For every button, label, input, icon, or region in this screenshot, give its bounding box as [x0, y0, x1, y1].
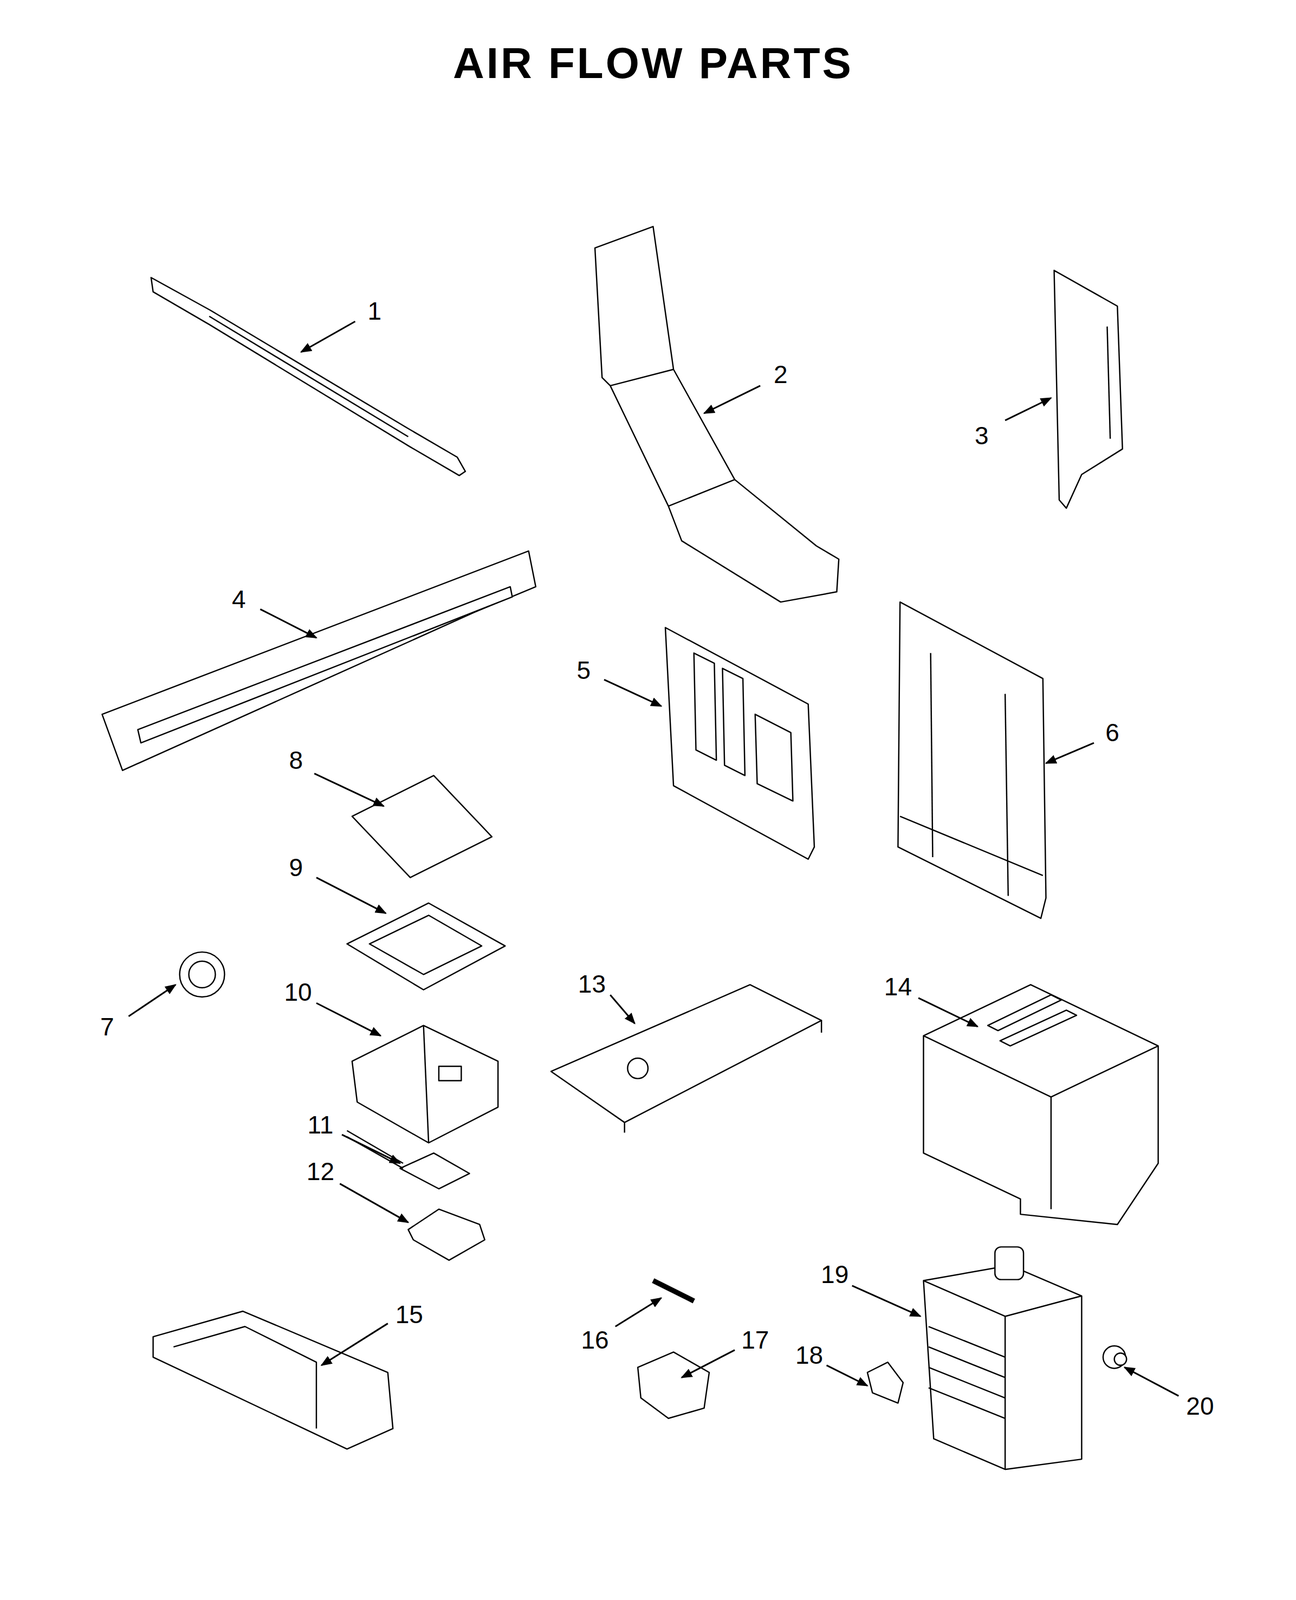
callout-number: 14: [884, 974, 912, 1000]
fan: [179, 951, 225, 997]
rail: [151, 277, 466, 476]
callout-number: 10: [283, 979, 312, 1005]
clip: [407, 1209, 485, 1261]
callout-number: 8: [288, 747, 303, 773]
callout-number: 13: [578, 971, 606, 997]
side-plate: [1054, 270, 1123, 509]
cover: [551, 984, 822, 1123]
callout-number: 1: [367, 298, 382, 324]
callout-number: 2: [773, 361, 788, 387]
clip: [867, 1362, 904, 1403]
callout-number: 3: [974, 423, 989, 449]
base-housing: [153, 1311, 394, 1449]
callout-number: 4: [231, 586, 246, 612]
callout-number: 9: [288, 854, 303, 880]
leader-lines: [128, 321, 1179, 1396]
shield-box: [923, 984, 1158, 1225]
callout-number: 17: [741, 1327, 769, 1353]
callout-number: 6: [1105, 720, 1120, 745]
air-duct: [594, 226, 839, 602]
sensor-board: [399, 1152, 470, 1189]
pin: [652, 1280, 694, 1302]
callout-number: 12: [306, 1158, 335, 1184]
callout-number: 20: [1186, 1393, 1214, 1419]
callout-number: 5: [577, 657, 592, 683]
callout-number: 15: [395, 1301, 424, 1327]
panel: [897, 601, 1046, 919]
tray: [346, 903, 505, 990]
switch: [637, 1351, 710, 1418]
callout-number: 11: [307, 1112, 334, 1138]
panel: [665, 627, 815, 860]
bracket: [352, 1025, 498, 1144]
callout-number: 18: [795, 1342, 824, 1368]
callout-number: 16: [580, 1327, 609, 1353]
callout-number: 7: [100, 1014, 115, 1040]
diagram-title: AIR FLOW PARTS: [452, 41, 854, 86]
filter-sheet: [352, 775, 492, 878]
magnetron: [923, 1265, 1082, 1470]
callout-number: 19: [820, 1261, 849, 1287]
rail: [101, 551, 536, 771]
